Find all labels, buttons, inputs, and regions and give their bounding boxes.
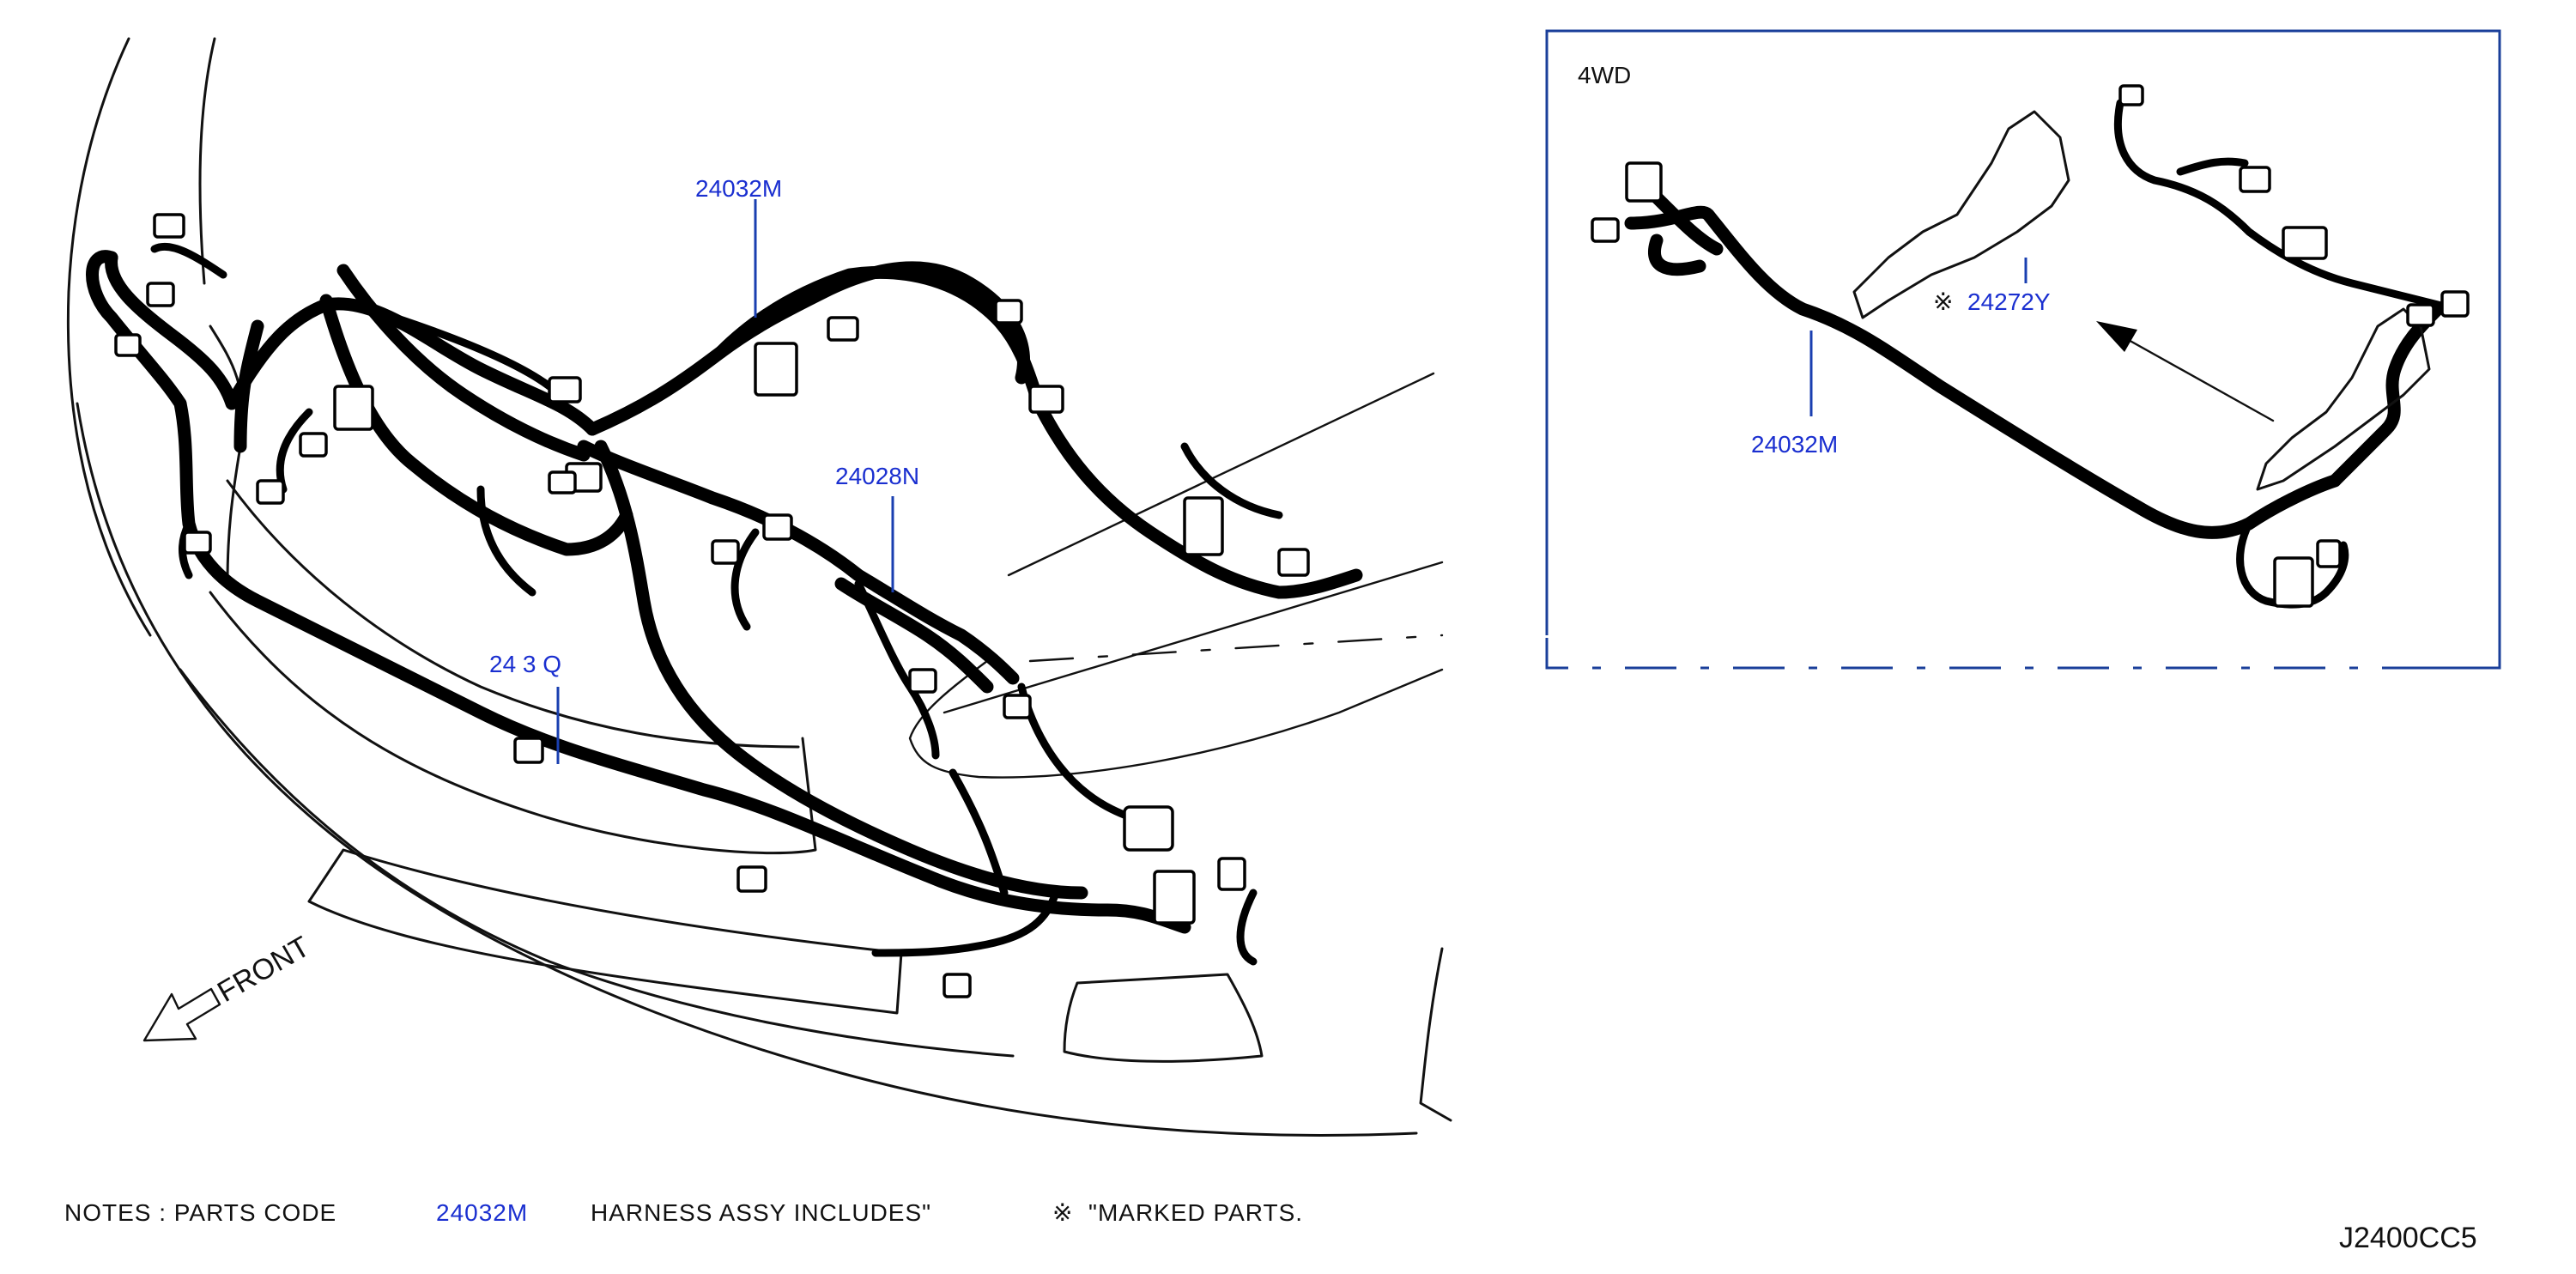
inset-frame-dashed: [1545, 635, 2434, 670]
label-24-3-Q: 24 3 Q: [489, 651, 561, 677]
notes-suffix: "MARKED PARTS.: [1088, 1199, 1303, 1226]
notes-line: NOTES : PARTS CODE 24032M HARNESS ASSY I…: [64, 1199, 1303, 1226]
front-label: FRONT: [212, 930, 315, 1008]
main-part-callouts: 24032M 24028N 24 3 Q: [489, 175, 919, 764]
label-24032M-inset: 24032M: [1751, 431, 1838, 458]
notes-middle: HARNESS ASSY INCLUDES": [591, 1199, 931, 1226]
front-direction-indicator: FRONT: [142, 930, 315, 1042]
label-24272Y: 24272Y: [1967, 288, 2051, 315]
arrow-head-icon: [2096, 321, 2137, 352]
front-arrow-icon: [142, 987, 221, 1042]
notes-part-code: 24032M: [436, 1199, 528, 1226]
bracket-24272Y: [1852, 110, 2070, 319]
label-24272Y-mark: ※: [1933, 288, 1953, 315]
direction-arrow: [2110, 329, 2275, 422]
bracket-right: [2256, 307, 2431, 491]
notes-mark: ※: [1052, 1199, 1073, 1226]
label-24032M-main: 24032M: [695, 175, 782, 202]
diagram-code: J2400CC5: [2339, 1222, 2477, 1254]
inset-4wd-panel: 4WD ※ 24272Y 24032M: [1545, 29, 2501, 670]
main-harness: [86, 213, 1363, 998]
notes-prefix: NOTES : PARTS CODE: [64, 1199, 336, 1226]
inset-title: 4WD: [1578, 62, 1631, 88]
label-24028N: 24028N: [835, 463, 919, 489]
inset-frame: [1545, 29, 2501, 670]
